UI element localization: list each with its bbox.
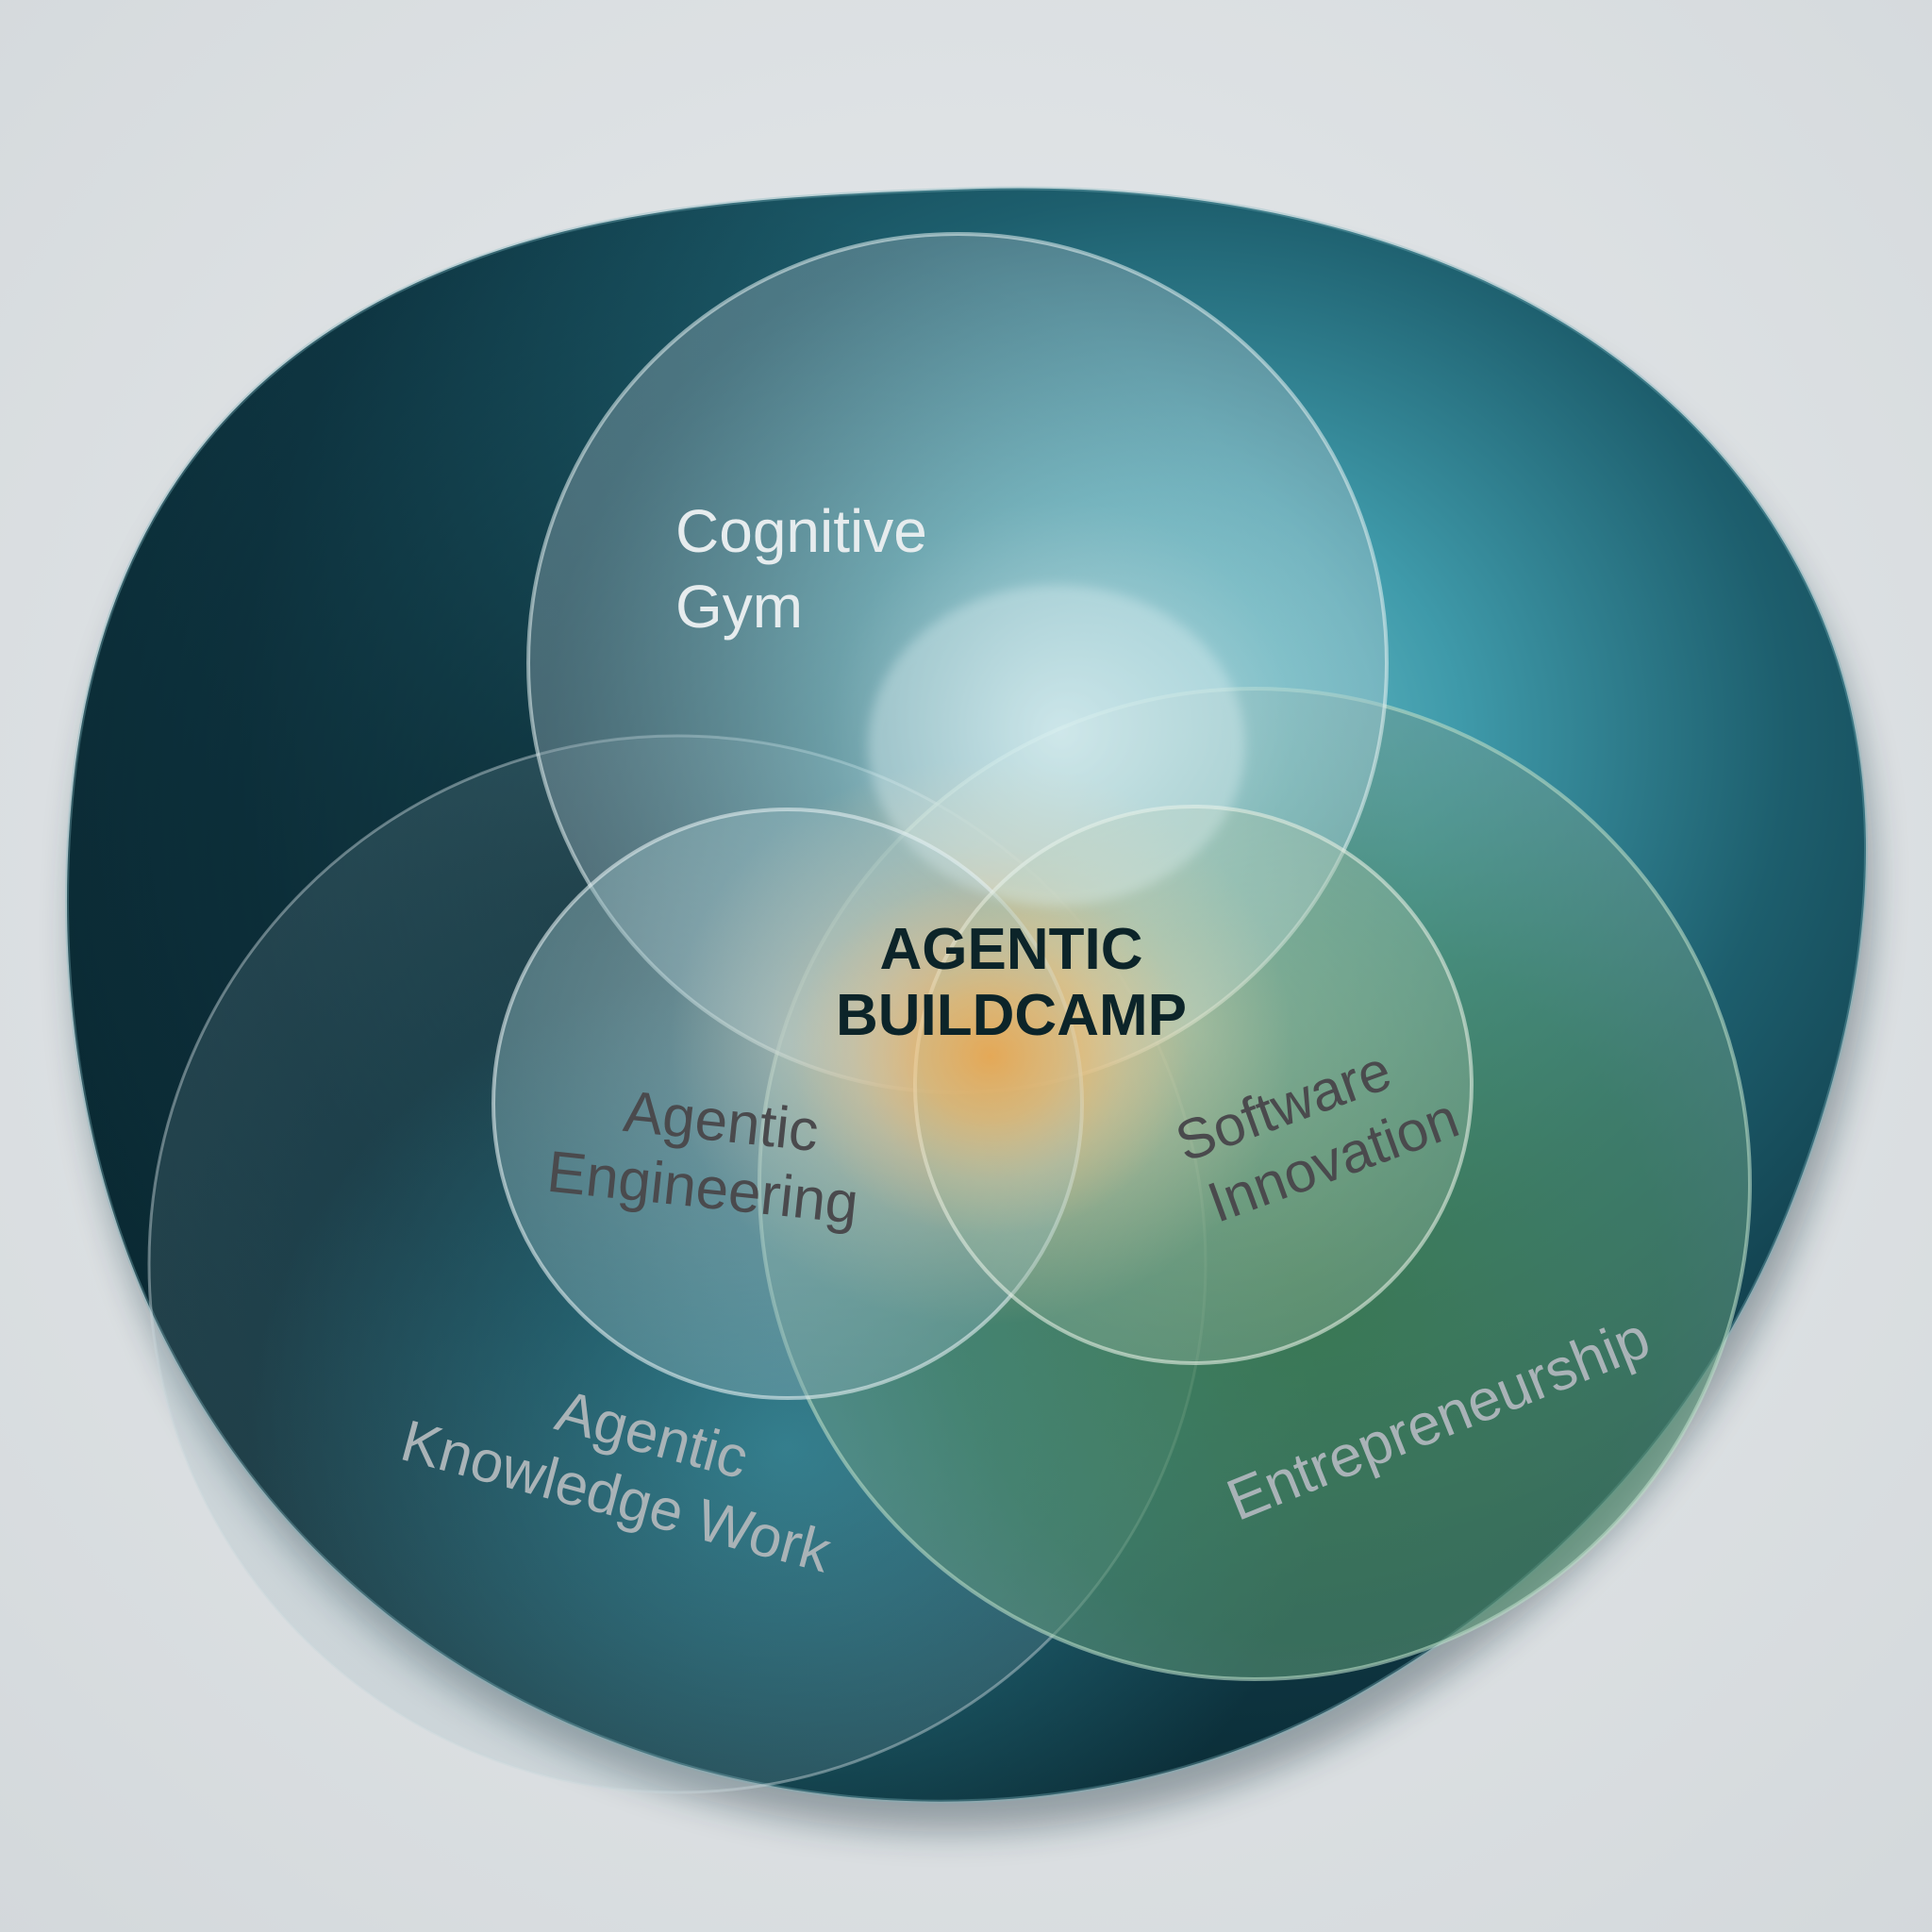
label-cognitive-gym-line2: Gym <box>675 573 803 641</box>
label-center-line1: AGENTIC <box>880 917 1143 982</box>
label-cognitive-gym-line1: Cognitive <box>675 497 927 565</box>
label-center-line2: BUILDCAMP <box>836 983 1187 1048</box>
core-glow-overlay <box>792 877 1189 1236</box>
top-circle-highlight <box>868 585 1245 906</box>
